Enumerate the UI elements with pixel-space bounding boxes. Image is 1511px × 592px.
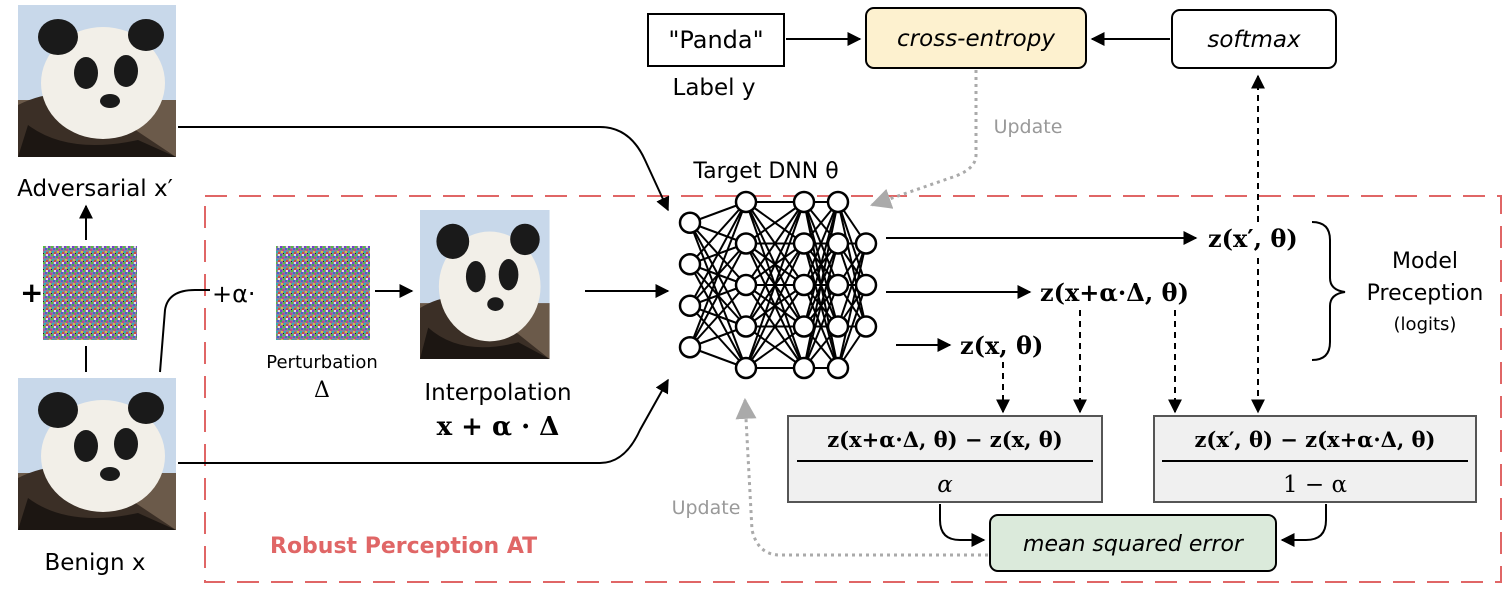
- mse-box: [989, 514, 1277, 572]
- nn-edge: [745, 201, 805, 286]
- target-dnn-label: Target DNN θ: [692, 159, 838, 184]
- nn-node: [826, 232, 850, 255]
- logits-brace: [1311, 221, 1346, 361]
- nn-node: [792, 190, 816, 214]
- nn-edge: [837, 243, 867, 369]
- nn-edge: [689, 201, 747, 307]
- nn-edge: [803, 243, 839, 369]
- benign-label: Benign x: [45, 550, 146, 576]
- nn-node: [734, 315, 758, 338]
- nn-node: [678, 294, 702, 317]
- update-text-top: Update: [994, 116, 1063, 138]
- plus-alpha-label: +α·: [212, 280, 256, 308]
- nn-edge: [689, 201, 747, 265]
- benign-to-plus-curve: [159, 289, 210, 373]
- adversarial-panda-image: [18, 5, 176, 157]
- update-text-bottom: Update: [672, 497, 741, 519]
- perturbation-label: Perturbation: [266, 352, 378, 373]
- nn-node: [734, 232, 758, 255]
- cross-entropy-box: [865, 7, 1087, 69]
- nn-node: [826, 190, 850, 214]
- label-y-text: Label y: [673, 75, 756, 101]
- adversarial-label: Adversarial x′: [17, 176, 173, 202]
- nn-node: [734, 356, 758, 380]
- nn-node: [826, 356, 850, 380]
- nn-edge: [689, 201, 747, 348]
- plus-sign: +: [20, 276, 43, 309]
- benign-to-dnn-arrow: [178, 378, 669, 464]
- robust-perception-region: [204, 195, 1502, 583]
- delta-label: Δ: [314, 378, 330, 403]
- perturbation-noise-left: [43, 246, 137, 340]
- adversarial-to-dnn-arrow: [178, 126, 670, 212]
- nn-edge: [803, 201, 839, 327]
- nn-node: [792, 232, 816, 255]
- frac2-denominator: 1 − α: [1283, 472, 1347, 498]
- nn-edge: [745, 201, 805, 327]
- interpolation-label: Interpolation: [424, 380, 571, 406]
- model-preception-line3: (logits): [1394, 314, 1457, 335]
- frac2-to-mse-arrow: [1280, 504, 1327, 547]
- nn-edge: [689, 243, 747, 348]
- frac2-box: [1153, 415, 1477, 503]
- frac1-denominator: α: [937, 472, 953, 498]
- nn-node: [678, 211, 702, 234]
- panda-label-text: "Panda": [668, 26, 763, 54]
- nn-node: [678, 253, 702, 276]
- nn-node: [792, 356, 816, 380]
- z-adversarial: z(x′, θ): [1208, 224, 1298, 253]
- nn-node: [826, 273, 850, 297]
- frac1-numerator: z(x+α·Δ, θ) − z(x, θ): [827, 427, 1062, 452]
- softmax-text: softmax: [1207, 27, 1301, 53]
- nn-edge: [689, 284, 747, 348]
- nn-edge: [803, 201, 839, 369]
- nn-edge: [745, 201, 805, 245]
- interpolation-panda-image: [420, 210, 550, 359]
- z-interpolation: z(x+α·Δ, θ): [1040, 278, 1189, 307]
- nn-edge: [837, 243, 867, 327]
- frac1-box: [787, 415, 1103, 503]
- z-benign: z(x, θ): [960, 331, 1043, 360]
- nn-node: [854, 315, 878, 338]
- perturbation-noise-middle: [276, 246, 370, 340]
- nn-edge: [803, 201, 839, 286]
- nn-node: [826, 315, 850, 338]
- nn-node: [734, 273, 758, 297]
- nn-edge: [745, 325, 805, 369]
- nn-edge: [745, 284, 805, 369]
- nn-edge: [803, 284, 839, 369]
- softmax-box: [1171, 9, 1337, 69]
- nn-edge: [745, 243, 805, 369]
- nn-node: [854, 232, 878, 255]
- model-preception-line2: Preception: [1367, 281, 1484, 306]
- region-title: Robust Perception AT: [270, 534, 537, 559]
- frac2-numerator: z(x′, θ) − z(x+α·Δ, θ): [1194, 427, 1435, 452]
- target-dnn-network: [678, 190, 878, 380]
- model-preception-line1: Model: [1392, 249, 1458, 274]
- nn-node: [792, 315, 816, 338]
- interpolation-formula: x + α · Δ: [437, 412, 560, 442]
- nn-node: [734, 190, 758, 214]
- nn-node: [792, 273, 816, 297]
- mse-text: mean squared error: [1023, 532, 1245, 557]
- cross-entropy-text: cross-entropy: [897, 26, 1055, 52]
- nn-edge: [745, 201, 805, 369]
- update-arrow-top: [870, 70, 978, 209]
- panda-label-box: [647, 13, 785, 67]
- frac1-to-mse-arrow: [939, 504, 986, 547]
- benign-panda-image: [18, 378, 176, 530]
- nn-node: [854, 273, 878, 297]
- nn-edge: [837, 284, 867, 369]
- nn-node: [678, 336, 702, 359]
